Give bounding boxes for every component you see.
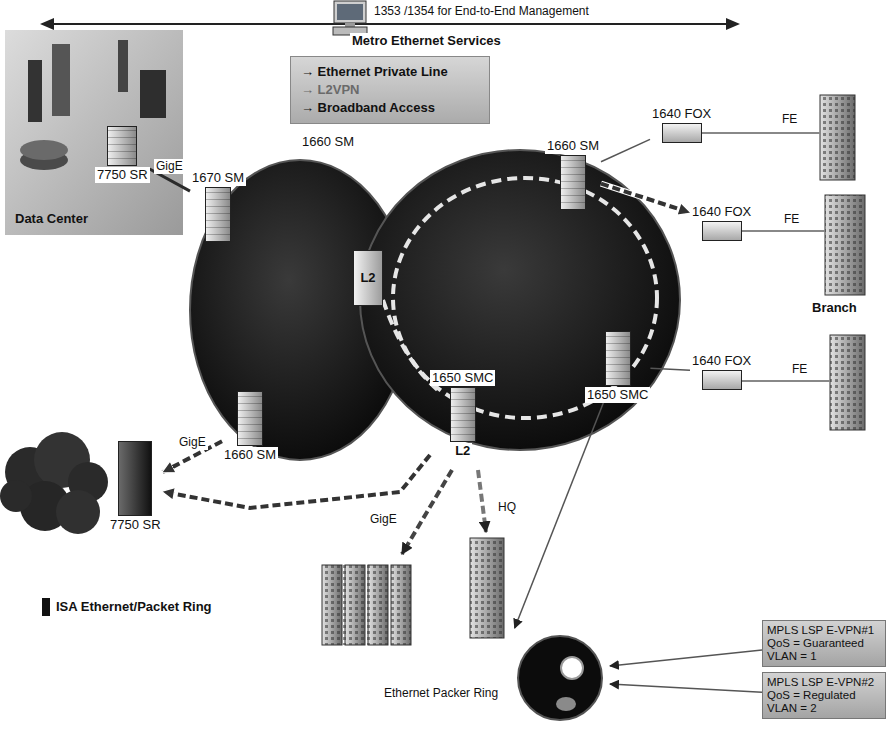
service-heading: Metro Ethernet Services — [350, 33, 503, 49]
ring-label: Ethernet Packer Ring — [384, 686, 498, 701]
vpn-slot — [556, 697, 576, 711]
device-label: 1640 FOX — [650, 106, 713, 122]
device-label: 1660 SM — [545, 138, 601, 154]
ring-disc — [518, 636, 602, 720]
label-holder: FE — [790, 362, 809, 377]
label-holder: Metro Ethernet Services — [350, 33, 503, 49]
label-holder: GigE — [154, 159, 185, 174]
management-arrow — [40, 18, 740, 30]
device-icon — [450, 387, 476, 442]
connector-line — [515, 403, 604, 628]
service-item: → Broadband Access — [301, 99, 479, 117]
connector-underlay — [601, 184, 690, 213]
connector-line — [610, 650, 762, 666]
sdh-node: 1660 SM — [545, 138, 601, 211]
packet-rings — [190, 150, 680, 460]
device-label: 7750 SR — [108, 517, 163, 533]
interface-label: FE — [780, 112, 799, 127]
device-icon — [605, 331, 631, 386]
device-icon — [560, 155, 586, 210]
connector — [610, 684, 762, 692]
connector — [601, 139, 650, 161]
device-label: 1670 SM — [190, 170, 246, 186]
fox-icon — [702, 370, 742, 390]
access-node: 1640 FOX — [690, 353, 753, 391]
vpn-text: MPLS LSP E-VPN#1 QoS = Guaranteed VLAN =… — [767, 624, 881, 663]
device-label: 7750 SR — [95, 167, 150, 183]
sdh-node: 1660 SM — [222, 390, 278, 463]
management-label: 1353 /1354 for End-to-End Management — [372, 4, 591, 19]
vpn-slot — [561, 657, 583, 679]
vpn-box: MPLS LSP E-VPN#2 QoS = Regulated VLAN = … — [762, 672, 886, 719]
site-label: HQ — [496, 500, 518, 515]
vpn-box: MPLS LSP E-VPN#1 QoS = Guaranteed VLAN =… — [762, 620, 886, 667]
services-box: → Ethernet Private Line→ L2VPN→ Broadban… — [290, 56, 490, 124]
connector-line — [610, 684, 762, 692]
device-tag: L2 — [453, 443, 472, 459]
access-node: 1640 FOX — [650, 106, 713, 144]
site-label: Branch — [810, 300, 859, 316]
interface-label: FE — [790, 362, 809, 377]
data-center-area: Data Center 7750 SR — [5, 30, 183, 235]
branch-buildings — [702, 95, 865, 430]
ring-symbol — [380, 628, 610, 728]
connector — [610, 650, 762, 666]
service-item: → L2VPN — [301, 81, 479, 99]
connector-line — [650, 368, 690, 370]
connector — [515, 403, 604, 628]
router-node: 7750 SR — [95, 125, 150, 183]
device-label: 1650 SMC — [585, 387, 650, 403]
label-holder: 1353 /1354 for End-to-End Management — [372, 4, 591, 19]
sdh-node: 1650 SMC — [585, 330, 650, 403]
vpn-text: MPLS LSP E-VPN#2 QoS = Regulated VLAN = … — [767, 676, 881, 715]
label-holder: HQ — [496, 500, 518, 515]
computer-icon — [333, 1, 367, 35]
device-icon — [205, 187, 231, 242]
device-icon — [107, 126, 137, 166]
interface-label: FE — [782, 212, 801, 227]
connector — [163, 455, 430, 508]
connector-line — [601, 184, 690, 213]
fox-icon — [662, 123, 702, 143]
label-holder: GigE — [177, 435, 208, 450]
l2-switch: L2 — [353, 250, 383, 306]
area-label: Data Center — [15, 211, 88, 227]
label-holder: FE — [780, 112, 799, 127]
connector-underlay — [163, 455, 430, 508]
service-item: → Ethernet Private Line — [301, 63, 479, 81]
device-label: 1650 SMC — [430, 370, 495, 386]
packet-ring-circle: Ethernet Packer Ring — [380, 628, 610, 728]
device-label: 1640 FOX — [690, 353, 753, 369]
label-holder: ISA Ethernet/Packet Ring — [56, 599, 212, 615]
label-holder: Branch — [810, 300, 859, 316]
access-node: 1640 FOX — [690, 204, 753, 242]
connector — [601, 184, 690, 213]
cloud-network — [0, 432, 108, 534]
edge-label: GigE — [177, 435, 208, 450]
label-holder: GigE — [368, 512, 399, 527]
interface-label: GigE — [368, 512, 399, 527]
device-label: 1640 FOX — [690, 204, 753, 220]
device-icon — [237, 391, 263, 446]
router-icon — [118, 441, 152, 516]
connector — [650, 368, 690, 370]
device-label: 1660 SM — [222, 447, 278, 463]
label-holder: 1660 SM — [300, 134, 356, 150]
legend-text: ISA Ethernet/Packet Ring — [56, 599, 212, 615]
label-holder: FE — [782, 212, 801, 227]
connector-line — [163, 455, 430, 508]
sdh-node: 1670 SM — [190, 170, 246, 243]
router-node: 7750 SR — [108, 440, 163, 533]
fox-icon — [702, 221, 742, 241]
connector-line — [601, 139, 650, 161]
edge-label: GigE — [154, 159, 185, 174]
sdh-node: 1650 SMC L2 — [430, 370, 495, 459]
legend-swatch — [42, 598, 50, 616]
data-center-picture — [5, 30, 183, 235]
device-tag: L2 — [360, 270, 375, 286]
device-label: 1660 SM — [300, 134, 356, 150]
